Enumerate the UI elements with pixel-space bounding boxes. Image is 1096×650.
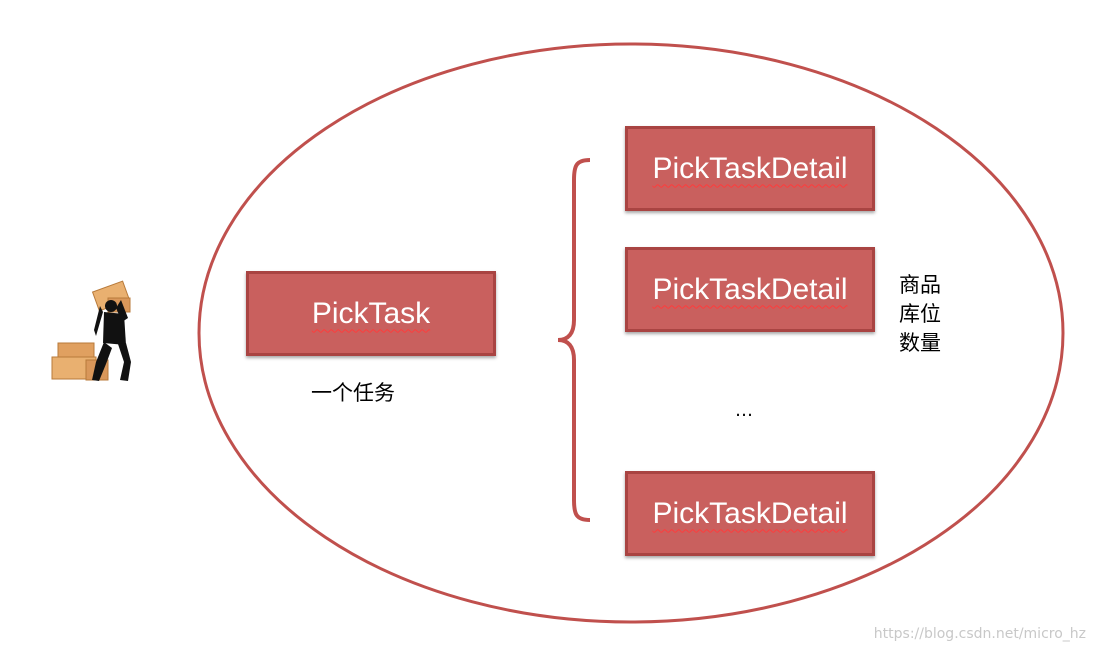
detail-properties: 商品 库位 数量 — [899, 271, 941, 358]
pick-task-detail-label-1: PickTaskDetail — [652, 151, 848, 185]
pick-task-detail-label-3: PickTaskDetail — [652, 496, 848, 530]
curly-brace — [557, 158, 591, 522]
pick-task-detail-box-2: PickTaskDetail — [625, 247, 875, 332]
pick-task-caption: 一个任务 — [311, 381, 395, 405]
more-details-ellipsis: … — [735, 400, 753, 421]
pick-task-box: PickTask — [246, 271, 496, 356]
pick-task-detail-label-2: PickTaskDetail — [652, 272, 848, 306]
worker-carrying-boxes-icon — [51, 280, 131, 381]
pick-task-label: PickTask — [311, 296, 431, 330]
pick-task-detail-box-1: PickTaskDetail — [625, 126, 875, 211]
property-location: 库位 — [899, 302, 941, 326]
property-quantity: 数量 — [899, 331, 941, 355]
pick-task-detail-box-3: PickTaskDetail — [625, 471, 875, 556]
property-product: 商品 — [899, 273, 941, 297]
watermark: https://blog.csdn.net/micro_hz — [873, 626, 1086, 642]
scope-ellipse — [197, 42, 1065, 624]
